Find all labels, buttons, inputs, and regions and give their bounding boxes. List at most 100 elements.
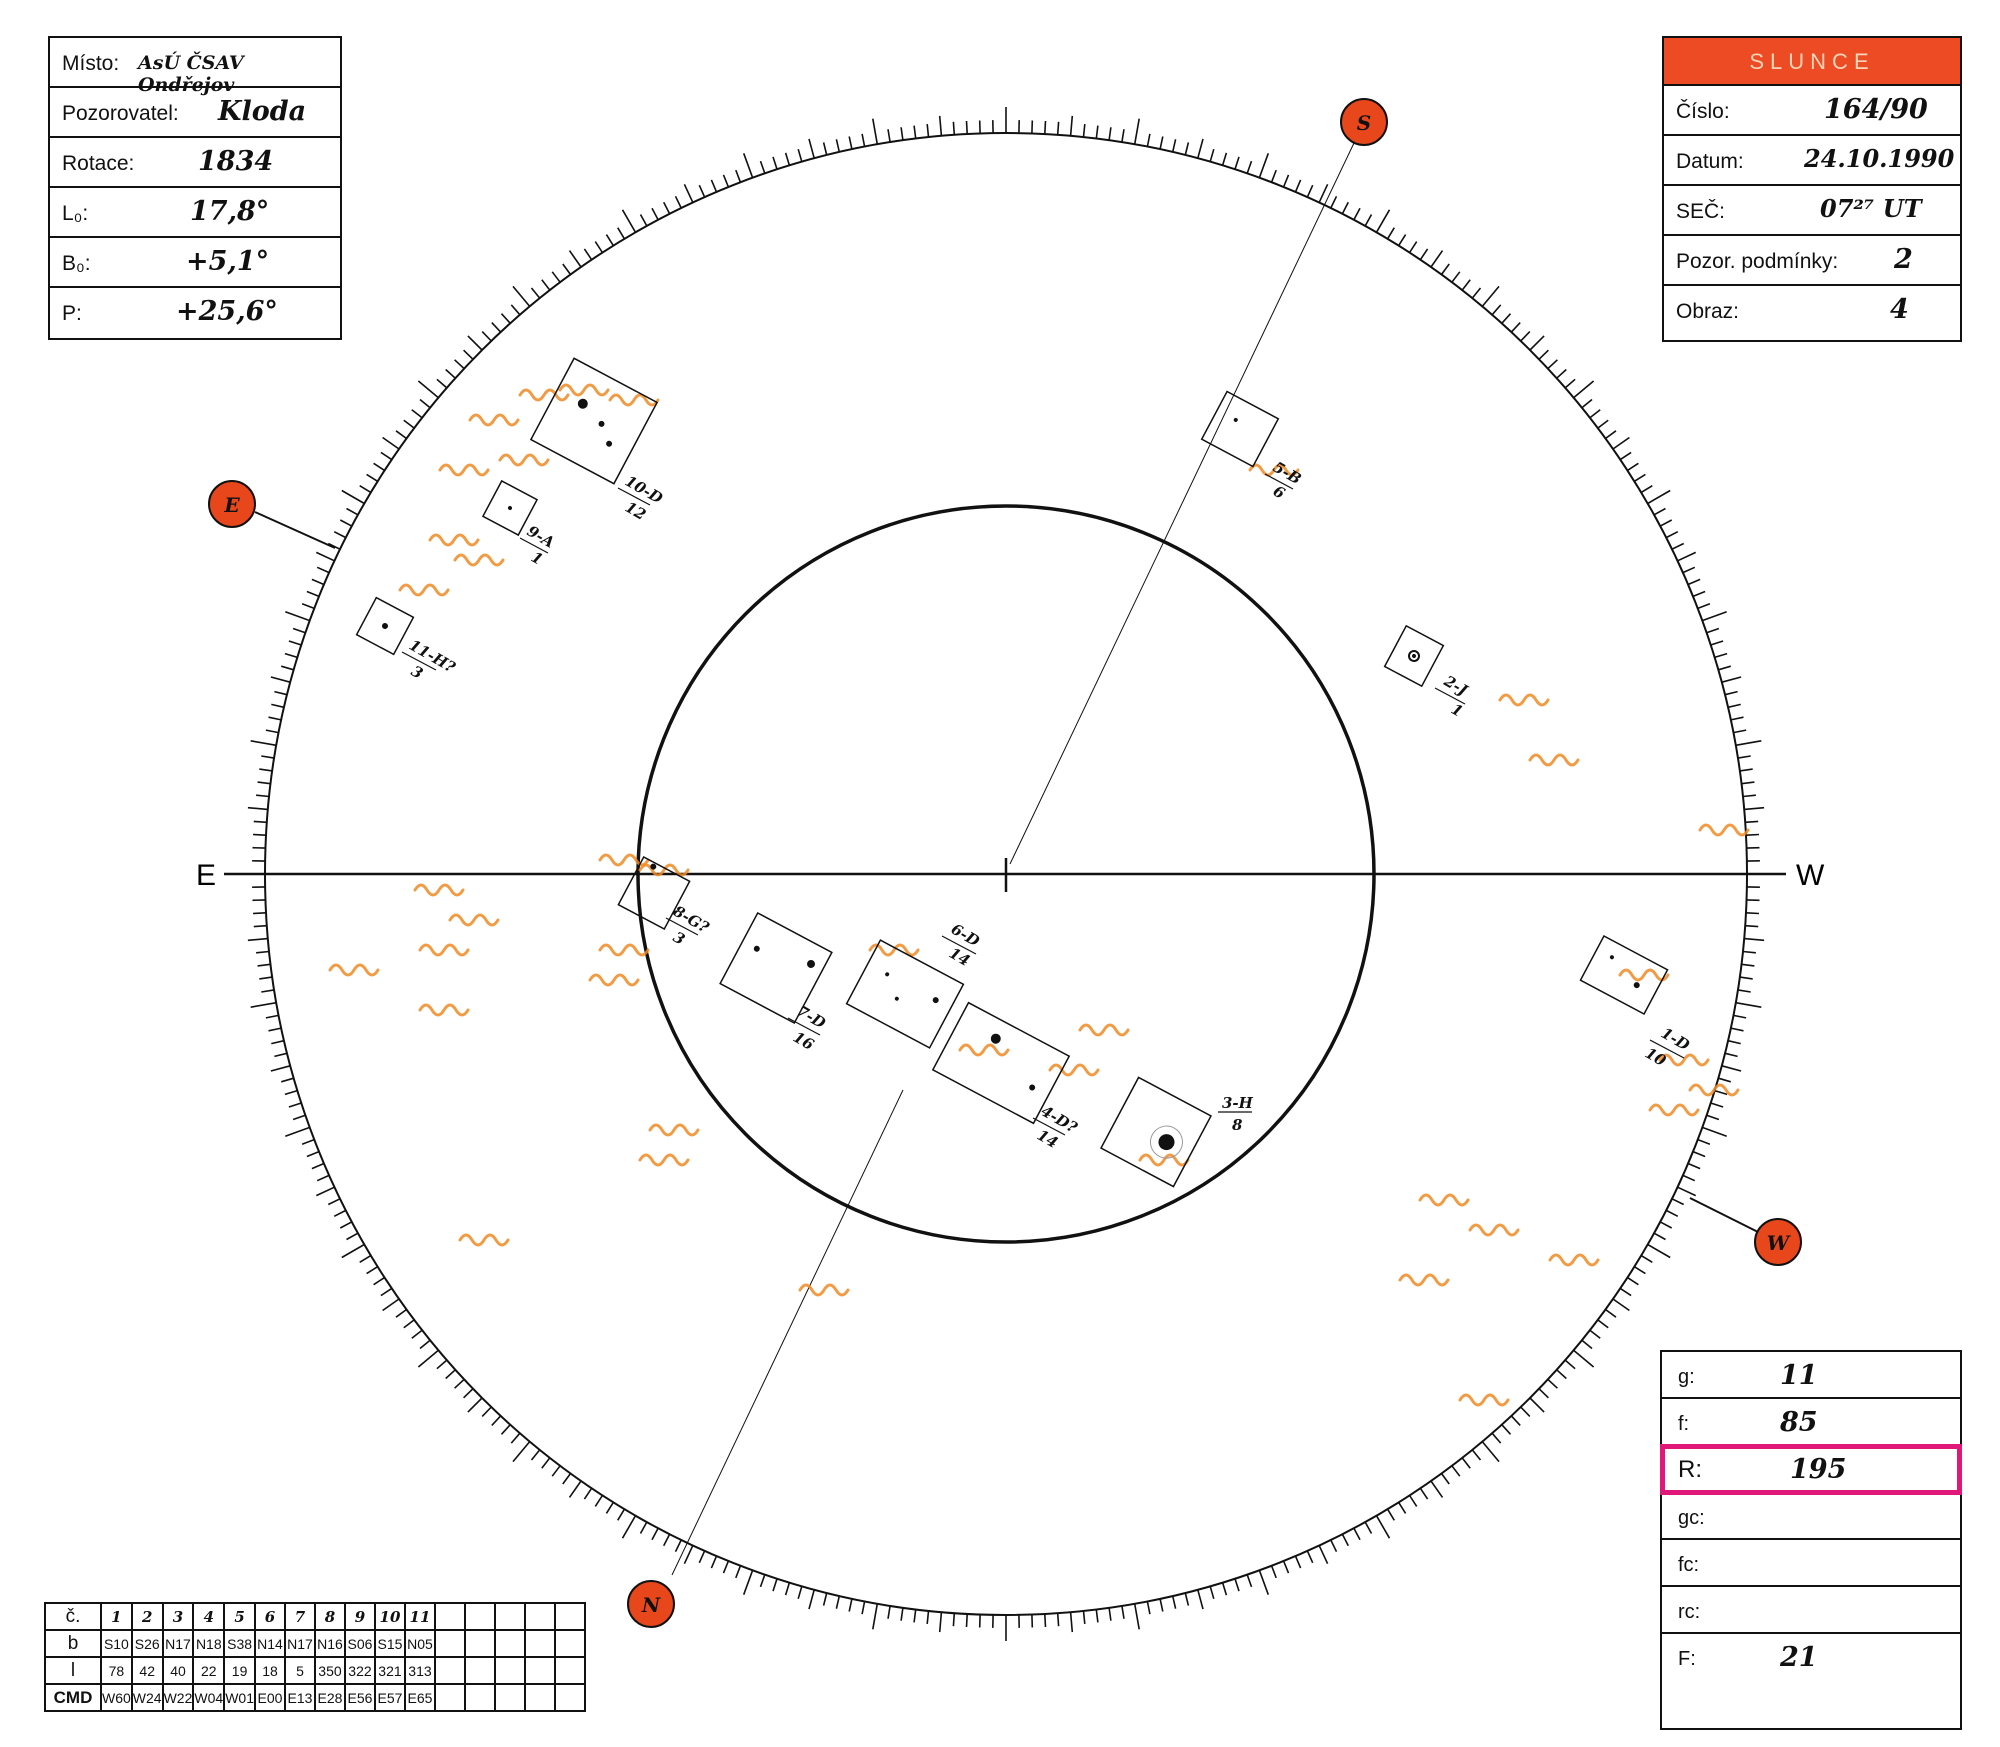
spot: [598, 420, 605, 427]
limb-tick: [382, 436, 400, 450]
table-cell-empty: [463, 1656, 496, 1685]
drawing-info-box: SLUNCE Číslo: 164/90 Datum: 24.10.1990 S…: [1662, 36, 1962, 342]
table-row-header: b: [44, 1629, 102, 1658]
gc-label: gc:: [1678, 1507, 1705, 1529]
group-label-5: 5-B: [1270, 458, 1304, 488]
spot: [1408, 650, 1420, 662]
limb-tick: [1737, 989, 1751, 993]
limb-tick: [373, 1276, 385, 1286]
limb-tick: [1633, 473, 1646, 482]
limb-tick: [271, 703, 285, 709]
limb-tick: [1461, 279, 1471, 291]
table-cell-empty: [493, 1683, 526, 1712]
svg-text:E: E: [223, 493, 240, 517]
facula-stroke: [1658, 1053, 1710, 1067]
limb-tick: [605, 1501, 614, 1514]
group-label-9: 9-A: [524, 522, 558, 552]
limb-tick: [1589, 409, 1601, 419]
table-cell: 3: [161, 1602, 195, 1631]
limb-tick: [861, 1601, 866, 1615]
limb-tick: [1612, 436, 1630, 450]
facula-stroke: [418, 943, 470, 957]
limb-tick: [1735, 740, 1762, 747]
limb-tick: [327, 542, 341, 550]
limb-tick: [510, 304, 521, 316]
west-marker-leader: [1689, 1197, 1759, 1233]
limb-tick: [366, 1266, 379, 1275]
limb-tick: [1095, 1609, 1099, 1623]
table-cell: 2: [130, 1602, 164, 1631]
limb-tick: [1246, 1574, 1253, 1588]
limb-tick: [1612, 1298, 1630, 1312]
table-cell: 19: [223, 1656, 256, 1685]
limb-tick: [1510, 1415, 1521, 1426]
limb-tick: [674, 1539, 682, 1553]
limb-tick: [311, 578, 325, 586]
table-cell: W60: [100, 1683, 133, 1712]
limb-tick: [1330, 195, 1338, 209]
limb-tick: [247, 806, 268, 811]
table-cell-empty: [493, 1602, 526, 1631]
observer-label: Pozorovatel:: [62, 102, 179, 125]
facula-stroke: [1418, 1193, 1470, 1207]
info-row-l0: L₀: 17,8°: [50, 188, 340, 238]
limb-tick: [605, 234, 614, 247]
svg-text:W: W: [1767, 1231, 1792, 1255]
limb-tick: [261, 755, 275, 759]
group-box-10: [529, 357, 659, 485]
rotation-axis-north: [671, 1089, 904, 1576]
table-cell: E00: [253, 1683, 286, 1712]
facula-stroke: [558, 383, 610, 397]
limb-tick: [1364, 214, 1373, 227]
limb-tick: [583, 248, 593, 261]
facula-stroke: [1548, 1253, 1600, 1267]
facula-stroke: [328, 963, 380, 977]
spot: [606, 440, 613, 447]
rc-label: rc:: [1678, 1601, 1701, 1623]
facula-stroke: [498, 453, 550, 467]
limb-tick: [1481, 1441, 1500, 1463]
limb-tick: [1697, 1138, 1711, 1145]
limb-tick: [683, 183, 694, 203]
limb-tick: [1727, 1039, 1741, 1045]
limb-tick: [1744, 937, 1765, 942]
limb-tick: [808, 138, 815, 159]
table-cell: N18: [192, 1629, 226, 1658]
result-row-r: R: 195: [1660, 1444, 1962, 1495]
limb-tick: [710, 1555, 718, 1569]
limb-tick: [551, 271, 561, 283]
limb-tick: [1739, 976, 1753, 980]
table-cell: E28: [313, 1683, 346, 1712]
limb-tick: [594, 1495, 604, 1507]
limb-tick: [1491, 304, 1502, 316]
limb-tick: [1159, 1598, 1164, 1612]
limb-tick: [1375, 209, 1391, 233]
limb-tick: [1398, 234, 1407, 247]
facula-stroke: [428, 533, 480, 547]
table-cell: N17: [283, 1629, 316, 1658]
limb-tick: [1547, 1378, 1558, 1389]
limb-tick: [1133, 1603, 1140, 1630]
limb-tick: [419, 398, 431, 409]
limb-tick: [454, 359, 465, 370]
limb-tick: [1451, 1465, 1461, 1477]
table-cell: E13: [283, 1683, 316, 1712]
limb-tick: [1146, 133, 1151, 147]
limb-tick: [710, 179, 718, 193]
limb-tick: [339, 1221, 353, 1229]
limb-tick: [1733, 729, 1747, 734]
limb-tick: [1069, 1612, 1074, 1633]
time-label: SEČ:: [1676, 200, 1726, 223]
b0-value: +5,1°: [186, 246, 270, 277]
limb-tick: [722, 1560, 730, 1574]
limb-tick: [274, 1052, 288, 1058]
east-letter: E: [196, 859, 216, 892]
facula-stroke: [1048, 1063, 1100, 1077]
limb-tick: [1730, 716, 1744, 721]
limb-tick: [1044, 1613, 1047, 1628]
limb-tick: [1108, 127, 1112, 141]
limb-tick: [1197, 138, 1204, 159]
limb-tick: [436, 1359, 448, 1370]
limb-tick: [256, 950, 270, 954]
